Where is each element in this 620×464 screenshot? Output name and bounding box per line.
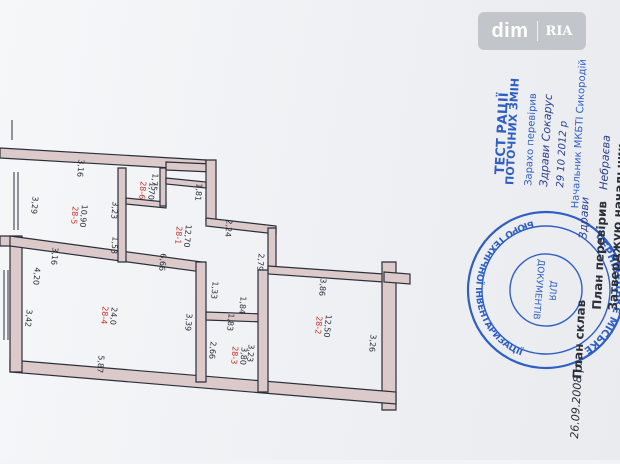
dimension-label: 3,16 xyxy=(75,159,86,178)
room-28-6: 28-61,70 xyxy=(137,181,157,201)
dimension-label: 1,83 xyxy=(225,313,236,332)
watermark-brand: dim xyxy=(491,19,529,42)
room-area: 1,70 xyxy=(146,182,157,201)
dimension-label: 3,23 xyxy=(245,344,256,363)
room-28-3: 28-33,80 xyxy=(229,346,249,366)
annotation-line1: Зарахо перевірив xyxy=(522,93,539,186)
dimension-label: 3,42 xyxy=(23,309,34,328)
annotation-line4: Начальник МКБТІ Сикородій xyxy=(569,59,589,209)
dimension-label: 3,86 xyxy=(317,278,328,297)
room-area: 12,70 xyxy=(182,224,193,248)
dimension-labels: 3,16 3,29 3,23 1,53 3,16 1,75 1,81 2,24 6,66 2,79… xyxy=(23,159,378,374)
dimension-label: 5,87 xyxy=(95,355,106,374)
dimria-watermark: dim RIA xyxy=(478,12,586,50)
dimension-label: 1,53 xyxy=(109,236,120,255)
room-area: 3,80 xyxy=(238,347,249,366)
window-marks xyxy=(3,120,19,340)
annotation-block: ТЕСТ РАЦІЇ ПОТОЧНИХ ЗМІН Зарахо перевіри… xyxy=(492,59,620,439)
annotation-line3: 29 10 2012 р xyxy=(555,121,569,188)
signature-1: Здрави xyxy=(577,197,592,240)
dimension-label: 6,66 xyxy=(157,253,168,272)
annotation-line2: Здрави Сокарус xyxy=(537,94,555,187)
watermark-partner: RIA xyxy=(545,23,573,39)
dimension-label: 2,66 xyxy=(207,341,218,360)
room-28-1: 28-112,70 xyxy=(173,224,193,248)
walls xyxy=(0,147,411,411)
room-28-5: 28-510,90 xyxy=(69,204,89,228)
dimension-label: 2,24 xyxy=(223,219,234,238)
dimension-label: 3,23 xyxy=(109,201,120,220)
dimension-label: 1,84 xyxy=(237,296,248,315)
room-id: 28-6 xyxy=(137,181,148,200)
watermark-divider xyxy=(536,21,538,41)
dimension-label: 2,79 xyxy=(255,253,266,272)
dimension-label: 3,26 xyxy=(367,334,378,353)
dimension-label: 3,29 xyxy=(29,196,40,215)
room-28-4: 28-424,0 xyxy=(99,306,119,326)
room-area: 10,90 xyxy=(78,204,89,228)
dimension-label: 1,81 xyxy=(193,183,204,202)
room-area: 24,0 xyxy=(108,307,119,326)
checked-label: План перевірив xyxy=(590,200,610,310)
room-id: 28-2 xyxy=(313,316,324,335)
dimension-label: 1,75 xyxy=(149,173,160,192)
room-id: 28-5 xyxy=(69,206,80,225)
dimension-label: 4,20 xyxy=(31,267,42,286)
room-area: 12,50 xyxy=(322,314,333,338)
room-28-2: 28-212,50 xyxy=(313,314,333,338)
signature-2: Небраєва xyxy=(597,135,613,191)
annotation-header2: ТЕСТ РАЦІЇ xyxy=(492,92,512,175)
dimension-label: 1,33 xyxy=(209,281,220,300)
room-labels: 28-510,9028-61,7028-112,7028-424,028-33,… xyxy=(69,181,333,366)
annotation-header: ПОТОЧНИХ ЗМІН xyxy=(503,78,522,186)
dimension-label: 3,39 xyxy=(183,313,194,332)
stamp-center-2: ДОКУМЕНТІВ xyxy=(530,259,545,320)
document-date: 26.09.2008 р. xyxy=(568,361,585,439)
plan-label: План склав xyxy=(570,299,588,379)
room-id: 28-4 xyxy=(99,306,110,325)
room-id: 28-1 xyxy=(173,226,184,245)
dimension-label: 3,16 xyxy=(49,247,60,266)
stamp-ring-bottom: БЮРО ТЕХНІЧНОЇ ІНВЕНТАРИЗАЦІЇ xyxy=(467,214,536,359)
stamp-center-1: ДЛЯ xyxy=(546,280,558,301)
room-id: 28-3 xyxy=(229,346,240,365)
